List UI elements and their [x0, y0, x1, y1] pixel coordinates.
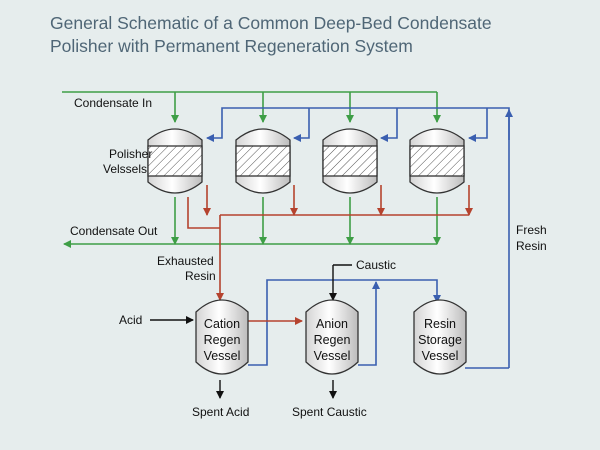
cation-regen-vessel: Cation Regen Vessel — [195, 299, 249, 375]
exhausted-resin-label-2: Resin — [185, 269, 216, 283]
polisher-vessel — [147, 128, 203, 194]
cation-vessel-label-2: Regen — [204, 333, 241, 347]
fresh-resin-label-2: Resin — [516, 239, 547, 253]
condensate-out-label: Condensate Out — [70, 224, 158, 238]
polisher-vessels-label-2: Velssels — [103, 162, 147, 176]
polisher-vessel — [235, 128, 291, 194]
spent-caustic-label: Spent Caustic — [292, 405, 367, 419]
chemical-flow-lines — [150, 264, 352, 399]
condensate-flow-lines — [62, 91, 441, 248]
anion-regen-vessel: Anion Regen Vessel — [305, 299, 359, 375]
cation-vessel-label-3: Vessel — [204, 349, 241, 363]
anion-vessel-label-2: Regen — [314, 333, 351, 347]
fresh-resin-label-1: Fresh — [516, 223, 547, 237]
caustic-label: Caustic — [356, 258, 396, 272]
diagram-title-line2: Polisher with Permanent Regeneration Sys… — [50, 36, 413, 56]
diagram-title-line1: General Schematic of a Common Deep-Bed C… — [50, 13, 492, 33]
storage-vessel-label-2: Storage — [418, 333, 462, 347]
spent-acid-label: Spent Acid — [192, 405, 249, 419]
storage-vessel-label-3: Vessel — [422, 349, 459, 363]
acid-label: Acid — [119, 313, 142, 327]
cation-vessel-label-1: Cation — [204, 317, 240, 331]
polisher-vessels-label-1: Polisher — [109, 147, 152, 161]
anion-vessel-label-1: Anion — [316, 317, 348, 331]
regen-flow-lines — [206, 107, 513, 369]
storage-vessel-label-1: Resin — [424, 317, 456, 331]
polisher-vessel — [409, 128, 465, 194]
condensate-in-label: Condensate In — [74, 96, 152, 110]
exhausted-resin-label-1: Exhausted — [157, 254, 214, 268]
resin-storage-vessel: Resin Storage Vessel — [413, 299, 467, 375]
resin-flow-lines — [187, 185, 473, 325]
polisher-vessel — [322, 128, 378, 194]
anion-vessel-label-3: Vessel — [314, 349, 351, 363]
